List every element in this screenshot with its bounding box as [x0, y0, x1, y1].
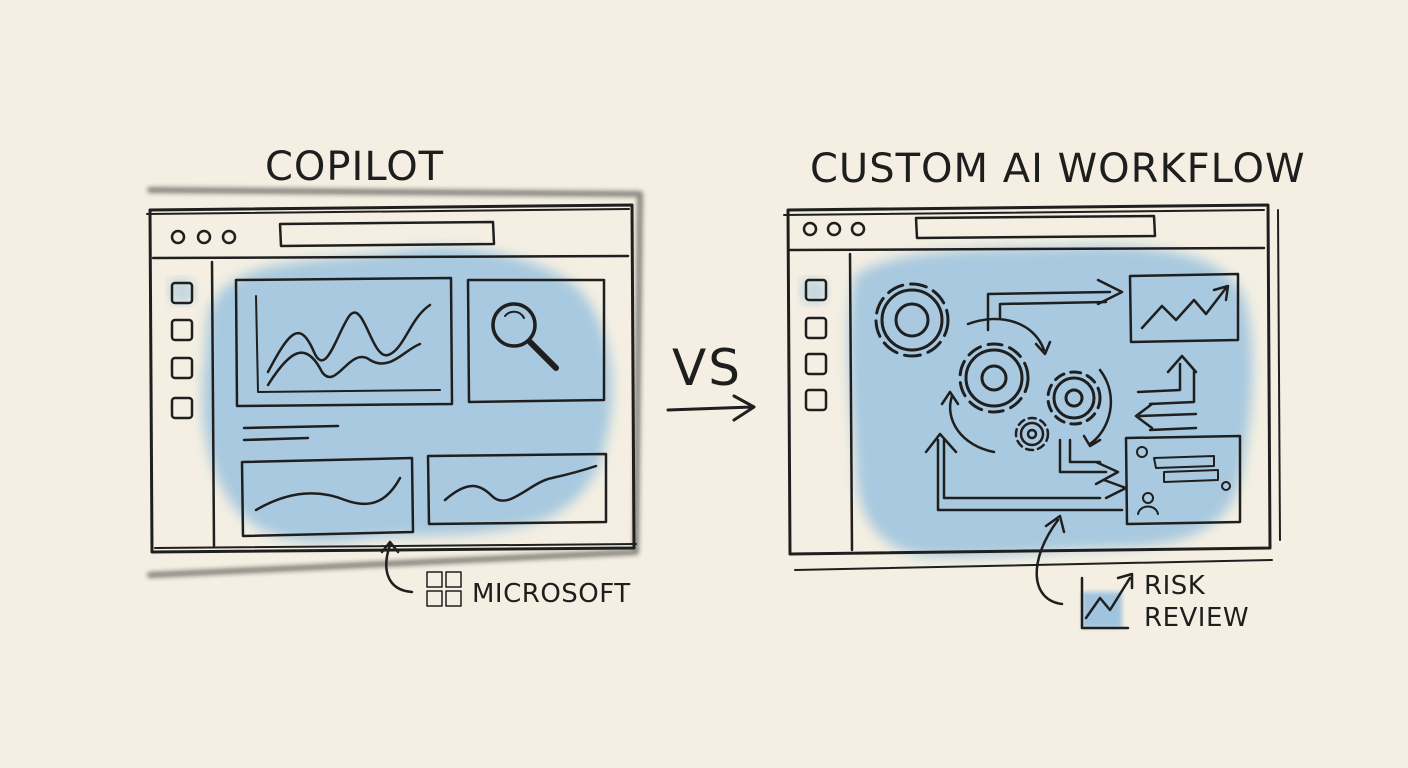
loop-arrow-icon [924, 432, 1124, 512]
window-dot-icon [170, 229, 186, 245]
workflow-address-bar [914, 214, 1157, 240]
sidebar-square-icon [170, 356, 194, 380]
copilot-window-frame [148, 203, 636, 554]
trend-chart-icon [1080, 572, 1134, 630]
small-gear-icon [1046, 370, 1102, 426]
window-dot-icon [802, 221, 818, 237]
copilot-search-card [466, 278, 606, 404]
wave-curve-icon [443, 464, 598, 502]
review-label: REVIEW [1144, 603, 1249, 633]
sidebar-square-icon [170, 318, 194, 342]
copilot-frame-doubleline [146, 208, 637, 549]
copilot-text-lines [242, 424, 340, 442]
workflow-sidebar-divider [848, 252, 854, 552]
sidebar-square-icon [804, 316, 828, 340]
large-gear-icon [874, 282, 950, 358]
risk-label: RISK [1144, 571, 1206, 601]
chart-line-icon [266, 342, 422, 387]
sidebar-square-icon [804, 278, 828, 302]
magnifier-icon [491, 302, 559, 371]
user-row-bar [1163, 469, 1219, 483]
copilot-wash-spot [168, 277, 196, 305]
vs-divider: VS [666, 339, 756, 422]
pointer-arrow-icon [1035, 514, 1066, 606]
cycle-arrow-icon [1082, 368, 1113, 448]
workflow-watercolor-wash [848, 245, 1253, 557]
copilot-window-shadow [147, 187, 643, 578]
window-dot-icon [826, 221, 842, 237]
copilot-watercolor-wash [202, 246, 613, 543]
pointer-arrow-icon [380, 540, 414, 594]
up-flow-arrow-icon [1136, 354, 1198, 406]
copilot-sidebar-divider [210, 260, 216, 548]
workflow-title: CUSTOM AI WORKFLOW [810, 146, 1306, 192]
sidebar-square-icon [804, 352, 828, 376]
user-avatar-icon [1137, 492, 1159, 515]
user-row-bar [1153, 455, 1215, 469]
flow-arrow-icon [986, 278, 1124, 332]
left-flow-arrow-icon [1134, 402, 1198, 432]
copilot-wave-card [426, 452, 608, 526]
cycle-arrow-icon [940, 390, 996, 454]
window-dot-icon [221, 229, 237, 245]
copilot-panel: COPILOT [146, 144, 643, 609]
workflow-frame-doubleline [783, 209, 1281, 571]
microsoft-logo-icon [426, 571, 462, 607]
window-dot-icon [196, 229, 212, 245]
sidebar-square-icon [170, 396, 194, 420]
trend-curve-icon [254, 476, 402, 512]
workflow-window-frame [786, 203, 1272, 556]
workflow-titlebar-divider [788, 246, 1266, 252]
sidebar-square-icon [170, 281, 194, 305]
copilot-chart-card [234, 276, 454, 408]
copilot-title: COPILOT [265, 144, 444, 190]
user-avatar-icon [1136, 446, 1148, 458]
window-dot-icon [850, 221, 866, 237]
cycle-arrow-icon [966, 317, 1052, 356]
flow-arrow-icon [998, 300, 1108, 320]
copilot-address-bar [278, 220, 496, 248]
chart-axes [255, 295, 441, 393]
vs-label: VS [672, 339, 742, 397]
custom-workflow-panel: CUSTOM AI WORKFLOW [783, 146, 1306, 633]
sidebar-square-icon [804, 388, 828, 412]
microsoft-label: MICROSOFT [472, 579, 631, 609]
workflow-chart-card [1128, 272, 1240, 344]
tiny-gear-icon [1014, 416, 1050, 452]
workflow-user-card [1124, 434, 1242, 526]
arrow-right-icon [666, 394, 756, 422]
copilot-titlebar-divider [151, 254, 630, 260]
user-avatar-icon [1221, 481, 1231, 491]
rising-chart-icon [1140, 284, 1230, 330]
chart-line-icon [266, 303, 432, 374]
medium-gear-icon [958, 342, 1030, 414]
copilot-trend-card [240, 456, 415, 538]
